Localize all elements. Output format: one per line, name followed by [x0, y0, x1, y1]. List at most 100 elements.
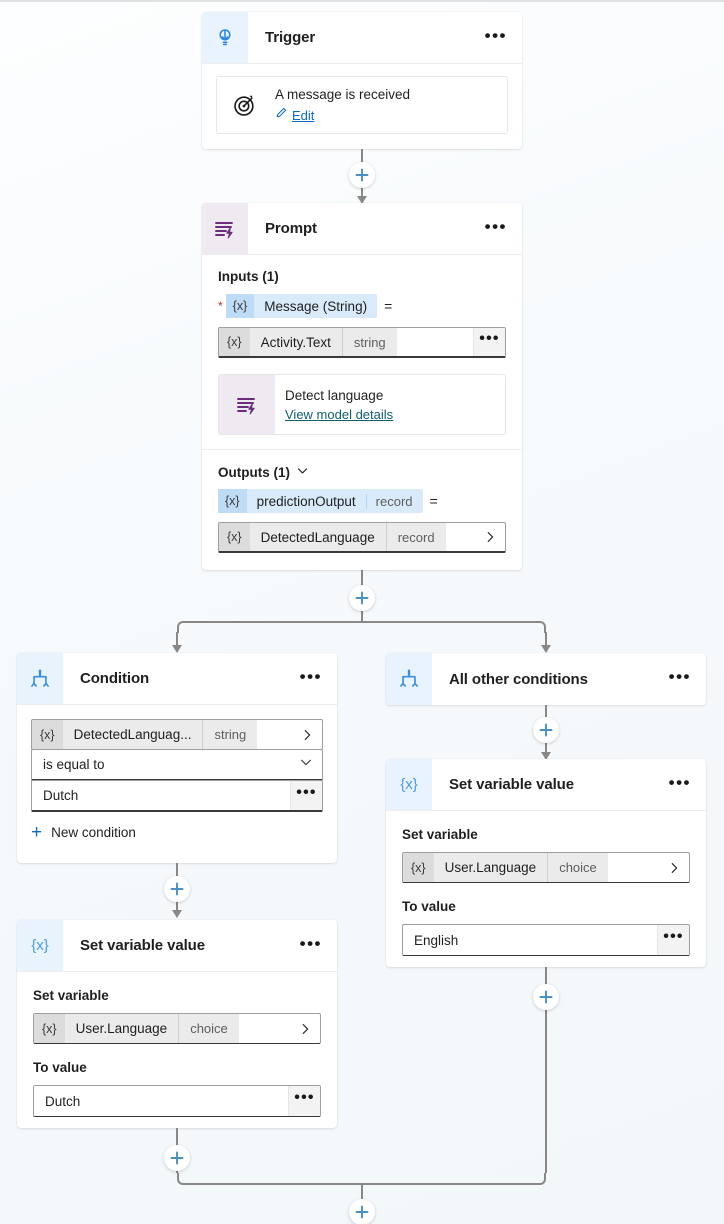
- condition-operator-dropdown[interactable]: is equal to: [31, 749, 323, 781]
- add-step-button-3[interactable]: [533, 717, 559, 743]
- prompt-input-value-menu[interactable]: •••: [473, 328, 505, 356]
- prompt-model-text: Detect language View model details: [275, 375, 403, 434]
- set-variable-right-label: Set variable: [402, 827, 478, 842]
- prompt-output-token-type: record: [365, 493, 423, 509]
- prompt-input-value-type: string: [341, 328, 397, 356]
- all-other-conditions-menu-button[interactable]: •••: [668, 667, 691, 686]
- set-variable-right-expand-button[interactable]: [659, 853, 689, 882]
- new-condition-label: New condition: [51, 825, 136, 840]
- prompt-input-token-row: * {x} Message (String) =: [218, 294, 506, 318]
- node-trigger[interactable]: Trigger ••• A message is received: [202, 12, 522, 149]
- arrowhead-condition: [171, 645, 182, 653]
- node-set-variable-right[interactable]: {x} Set variable value ••• Set variable …: [386, 759, 706, 967]
- set-variable-left-menu-button[interactable]: •••: [299, 933, 322, 953]
- branch-corner-right: [534, 621, 546, 633]
- condition-comparand-field[interactable]: Dutch •••: [31, 780, 323, 812]
- add-step-button-1[interactable]: [349, 162, 375, 188]
- node-set-variable-left[interactable]: {x} Set variable value ••• Set variable …: [17, 920, 337, 1128]
- set-variable-left-label: Set variable: [33, 988, 109, 1003]
- set-variable-left-variable-field[interactable]: {x} User.Language choice: [33, 1013, 321, 1044]
- condition-operator-value: is equal to: [43, 757, 105, 772]
- add-step-button-2[interactable]: [349, 585, 375, 611]
- all-other-conditions-header: All other conditions •••: [386, 653, 706, 705]
- set-variable-left-tovalue-menu[interactable]: •••: [288, 1086, 320, 1116]
- set-variable-left-expand-button[interactable]: [290, 1014, 320, 1043]
- condition-title: Condition: [80, 670, 150, 687]
- set-variable-right-tovalue-menu[interactable]: •••: [657, 925, 689, 955]
- condition-operand-type: string: [202, 720, 257, 749]
- trigger-edit-row[interactable]: Edit: [275, 106, 410, 124]
- add-step-button-4[interactable]: [164, 876, 190, 902]
- chevron-right-icon: [487, 532, 494, 542]
- set-variable-right-tovalue-field[interactable]: English •••: [402, 924, 690, 956]
- condition-operand-expand-button[interactable]: [292, 720, 322, 749]
- prompt-model-card[interactable]: Detect language View model details: [218, 374, 506, 435]
- prompt-output-expand-button[interactable]: [475, 523, 505, 551]
- prompt-outputs-section: Outputs (1) {x} predictionOutput record …: [202, 450, 522, 567]
- condition-body: {x} DetectedLanguag... string is equal t…: [17, 705, 337, 856]
- set-variable-left-tovalue-field[interactable]: Dutch •••: [33, 1085, 321, 1117]
- set-variable-right-variable-chip: {x} User.Language choice: [403, 853, 608, 882]
- prompt-input-token[interactable]: {x} Message (String): [225, 294, 378, 318]
- add-step-button-5[interactable]: [164, 1145, 190, 1171]
- branch-split-bar: [189, 621, 534, 623]
- condition-operand-field[interactable]: {x} DetectedLanguag... string: [31, 719, 323, 750]
- condition-comparand-menu[interactable]: •••: [290, 781, 322, 810]
- add-step-button-6[interactable]: [533, 984, 559, 1010]
- chevron-right-icon: [302, 1023, 309, 1034]
- node-condition[interactable]: Condition ••• {x} DetectedLanguag... str…: [17, 653, 337, 863]
- prompt-outputs-label: Outputs (1): [218, 464, 290, 480]
- prompt-output-token-row: {x} predictionOutput record =: [218, 489, 506, 513]
- trigger-event-card[interactable]: A message is received Edit: [216, 76, 508, 134]
- set-variable-left-variable-chip: {x} User.Language choice: [34, 1014, 239, 1043]
- set-variable-right-tovalue-value: English: [414, 932, 459, 948]
- spacer: [608, 853, 659, 882]
- prompt-inputs-label: Inputs (1): [218, 269, 279, 284]
- condition-header: Condition •••: [17, 653, 337, 705]
- variable-x-icon: {x}: [218, 489, 247, 513]
- branch-right-drop: [545, 632, 547, 648]
- set-variable-right-variable-field[interactable]: {x} User.Language choice: [402, 852, 690, 883]
- set-variable-right-variable-type: choice: [547, 853, 608, 882]
- prompt-input-value-field[interactable]: {x} Activity.Text string •••: [218, 327, 506, 358]
- prompt-output-token-name: predictionOutput: [256, 493, 356, 509]
- new-condition-button[interactable]: + New condition: [31, 823, 323, 842]
- spacer: [397, 328, 473, 356]
- trigger-bulb-icon: [202, 12, 248, 63]
- spacer: [239, 1014, 290, 1043]
- set-variable-left-variable-type: choice: [178, 1014, 239, 1043]
- dots-icon: •••: [479, 330, 500, 347]
- add-step-button-7[interactable]: [349, 1199, 375, 1224]
- arrowhead-prompt: [356, 196, 367, 204]
- trigger-edit-link[interactable]: Edit: [292, 107, 315, 123]
- prompt-output-value-field[interactable]: {x} DetectedLanguage record: [218, 522, 506, 553]
- prompt-input-value-chip: {x} Activity.Text string: [219, 328, 397, 356]
- set-variable-left-variable-name: User.Language: [75, 1021, 168, 1036]
- variable-x-icon: {x}: [219, 328, 250, 356]
- condition-menu-button[interactable]: •••: [299, 666, 322, 686]
- variable-x-icon: {x}: [219, 523, 250, 551]
- set-variable-left-header: {x} Set variable value •••: [17, 920, 337, 972]
- trigger-header: Trigger •••: [202, 12, 522, 64]
- set-variable-right-menu-button[interactable]: •••: [668, 772, 691, 792]
- chevron-down-icon[interactable]: [296, 464, 309, 480]
- arrowhead-setvar-right: [540, 752, 551, 760]
- view-model-details-link[interactable]: View model details: [285, 407, 394, 422]
- trigger-title: Trigger: [265, 29, 316, 46]
- variable-x-icon: {x}: [34, 1014, 65, 1043]
- prompt-output-equals: =: [429, 493, 438, 509]
- set-variable-right-body: Set variable {x} User.Language choice To…: [386, 811, 706, 967]
- branch-corner-left: [177, 621, 189, 633]
- node-prompt[interactable]: Prompt ••• Inputs (1) * {x} Message (Str…: [202, 203, 522, 570]
- condition-operand-name: DetectedLanguag...: [73, 727, 192, 742]
- prompt-output-token[interactable]: {x} predictionOutput record: [218, 489, 423, 513]
- branch-icon: [17, 653, 63, 704]
- set-variable-left-tovalue-label: To value: [33, 1060, 87, 1075]
- node-all-other-conditions[interactable]: All other conditions •••: [386, 653, 706, 705]
- prompt-output-value-name: DetectedLanguage: [260, 529, 375, 545]
- trigger-menu-button[interactable]: •••: [484, 25, 507, 45]
- chevron-down-icon[interactable]: [299, 755, 313, 774]
- prompt-menu-button[interactable]: •••: [484, 216, 507, 236]
- prompt-outputs-label-row[interactable]: Outputs (1): [218, 464, 506, 480]
